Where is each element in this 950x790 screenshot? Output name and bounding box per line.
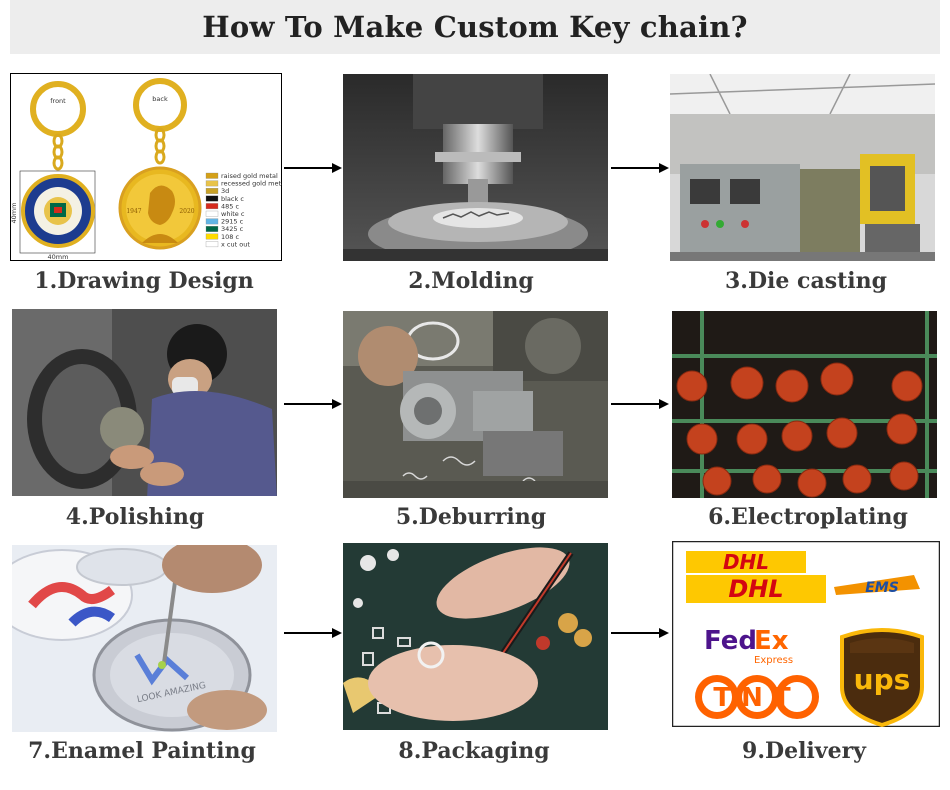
legend-swatch [205,210,219,217]
electroplating-image [672,311,937,498]
legend-label: raised gold metal [221,172,278,180]
legend-label: white c [221,210,245,218]
year-right-label: 2020 [179,208,194,215]
legend-swatch [205,241,219,248]
ups-logo: ups [840,628,924,727]
legend-label: black c [221,195,244,203]
fedex-fed-text: Fed [704,626,757,656]
tnt-logo: TNT [695,675,819,719]
page-title: How To Make Custom Key chain? [202,10,748,44]
deburring-image [343,311,608,498]
die-casting-image [670,74,935,261]
legend-swatch [205,233,219,240]
step-5-caption: 5.Deburring [395,504,547,530]
size-label: 40mm [48,253,69,261]
dhl-logo: DHL DHL [686,550,826,603]
molding-image [343,74,608,261]
ems-logo: EMS [834,575,920,596]
arrow-7-8 [282,626,344,640]
side-size-label: 40mm [10,203,18,224]
ems-text: EMS [865,580,899,596]
fedex-express-text: Express [754,655,793,666]
dhl-text-top: DHL [723,550,769,574]
fedex-ex-text: Ex [754,626,789,656]
dhl-text-bottom: DHL [728,575,783,603]
ups-text: ups [854,663,911,696]
legend-swatch [205,226,219,232]
legend-swatch [205,218,219,225]
year-left-label: 1947 [126,208,141,215]
arrow-2-3 [609,161,671,175]
drawing-design-image: front 40mm 40mm back 1947 2020 raised go… [10,73,282,261]
step-9-caption: 9.Delivery [742,738,866,764]
keychain-design-drawing: front 40mm 40mm back 1947 2020 raised go… [10,73,282,261]
fedex-logo: Fed Ex Express [704,626,793,666]
legend-swatch [205,172,219,179]
legend-swatch [205,180,219,187]
step-6-caption: 6.Electroplating [708,504,908,530]
legend-swatch [205,203,219,210]
step-7-caption: 7.Enamel Painting [28,738,256,764]
polishing-image [12,309,277,496]
step-4-caption: 4.Polishing [65,504,205,530]
step-2-caption: 2.Molding [408,268,534,294]
legend-swatch [205,188,219,194]
title-bar: How To Make Custom Key chain? [10,0,940,54]
step-1-caption: 1.Drawing Design [34,268,254,294]
legend-label: 108 c [221,233,239,241]
step-3-caption: 3.Die casting [725,268,887,294]
legend-label: 485 c [221,202,239,210]
legend-label: x cut out [221,240,250,248]
enamel-painting-image: LOOK AMAZING [12,545,277,732]
step-8-caption: 8.Packaging [398,738,550,764]
arrow-8-9 [609,626,671,640]
arrow-1-2 [282,161,344,175]
front-label: front [50,97,66,105]
legend-swatch [205,195,219,202]
packaging-image [343,543,608,730]
tnt-text: TNT [713,683,800,713]
legend-label: 3425 c [221,225,244,233]
legend-label: 2915 c [221,218,244,226]
arrow-5-6 [609,397,671,411]
legend-label: 3d [221,187,229,195]
arrow-4-5 [282,397,344,411]
back-label: back [152,95,168,103]
delivery-logos: DHL DHL EMS Fed Ex Express TNT ups [672,541,940,727]
legend-label: recessed gold metal [221,180,282,188]
